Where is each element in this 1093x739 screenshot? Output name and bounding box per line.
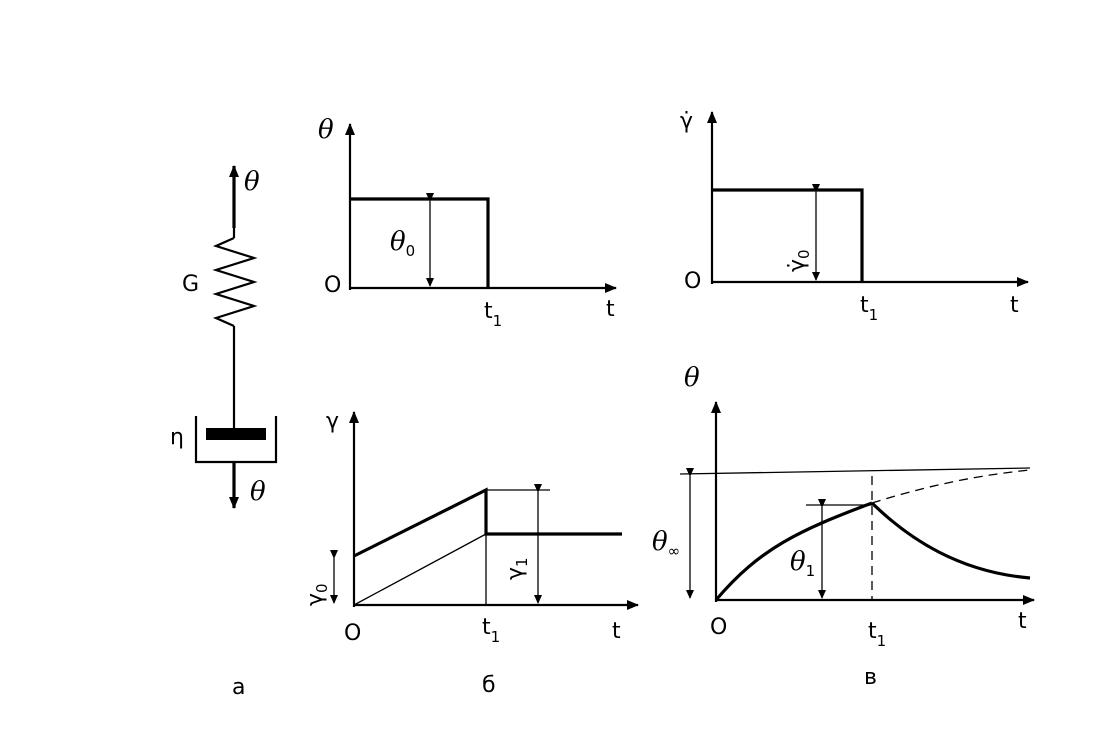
gamma1-label: γ1	[503, 557, 531, 580]
stress-pulse	[350, 197, 490, 288]
theta-bottom-label: θ	[250, 477, 266, 507]
strain-time-plot: γ O t γ0 γ1 t1 б	[303, 409, 639, 698]
maxwell-model: θ G η θ а	[170, 165, 278, 700]
caption-b: б	[482, 673, 496, 698]
t1-label: t1	[484, 299, 502, 330]
origin-label: O	[684, 269, 701, 294]
x-axis-label: t	[1018, 609, 1027, 634]
theta1-label: θ1	[790, 547, 815, 580]
y-axis-label: θ	[318, 115, 334, 145]
y-axis-label: γ	[326, 409, 339, 434]
theta0-label: θ0	[390, 227, 415, 260]
t1-label: t1	[860, 293, 878, 324]
continued-loading-dashed	[871, 469, 1031, 504]
stress-time-plot: θ O t θ0 t1	[318, 115, 617, 330]
x-axis-label: t	[606, 297, 615, 322]
dashpot-cylinder	[194, 416, 278, 464]
origin-label: O	[344, 621, 361, 646]
gamma0-label: γ0	[303, 583, 331, 606]
strain-response	[353, 487, 622, 558]
caption-c: в	[864, 665, 877, 690]
gamma-dot0-label: γ̇0	[785, 249, 813, 272]
x-axis-label: t	[1010, 293, 1019, 318]
stress-relaxation-plot: θ O t θ∞ θ1 t1 в	[652, 363, 1035, 690]
y-axis-label: γ̇	[680, 109, 693, 134]
relaxation-curve	[870, 501, 1031, 580]
loading-curve	[714, 501, 873, 602]
origin-label: O	[324, 273, 341, 298]
strain-rate-pulse	[712, 188, 864, 282]
y-axis-label: θ	[684, 363, 700, 393]
t1-label: t1	[482, 615, 500, 646]
t1-label: t1	[868, 619, 886, 650]
theta-inf-label: θ∞	[652, 527, 680, 560]
spring	[212, 236, 258, 328]
theta-top-label: θ	[244, 167, 260, 197]
caption-a: а	[232, 675, 245, 700]
viscous-strain-line	[353, 533, 487, 606]
spring-label-g: G	[182, 272, 199, 297]
x-axis-label: t	[612, 619, 621, 644]
origin-label: O	[710, 615, 727, 640]
asymptote-line	[679, 467, 1031, 475]
dashpot-piston	[206, 428, 266, 440]
dashpot-label-eta: η	[170, 425, 184, 450]
strain-rate-time-plot: γ̇ O t γ̇0 t1	[680, 109, 1029, 324]
